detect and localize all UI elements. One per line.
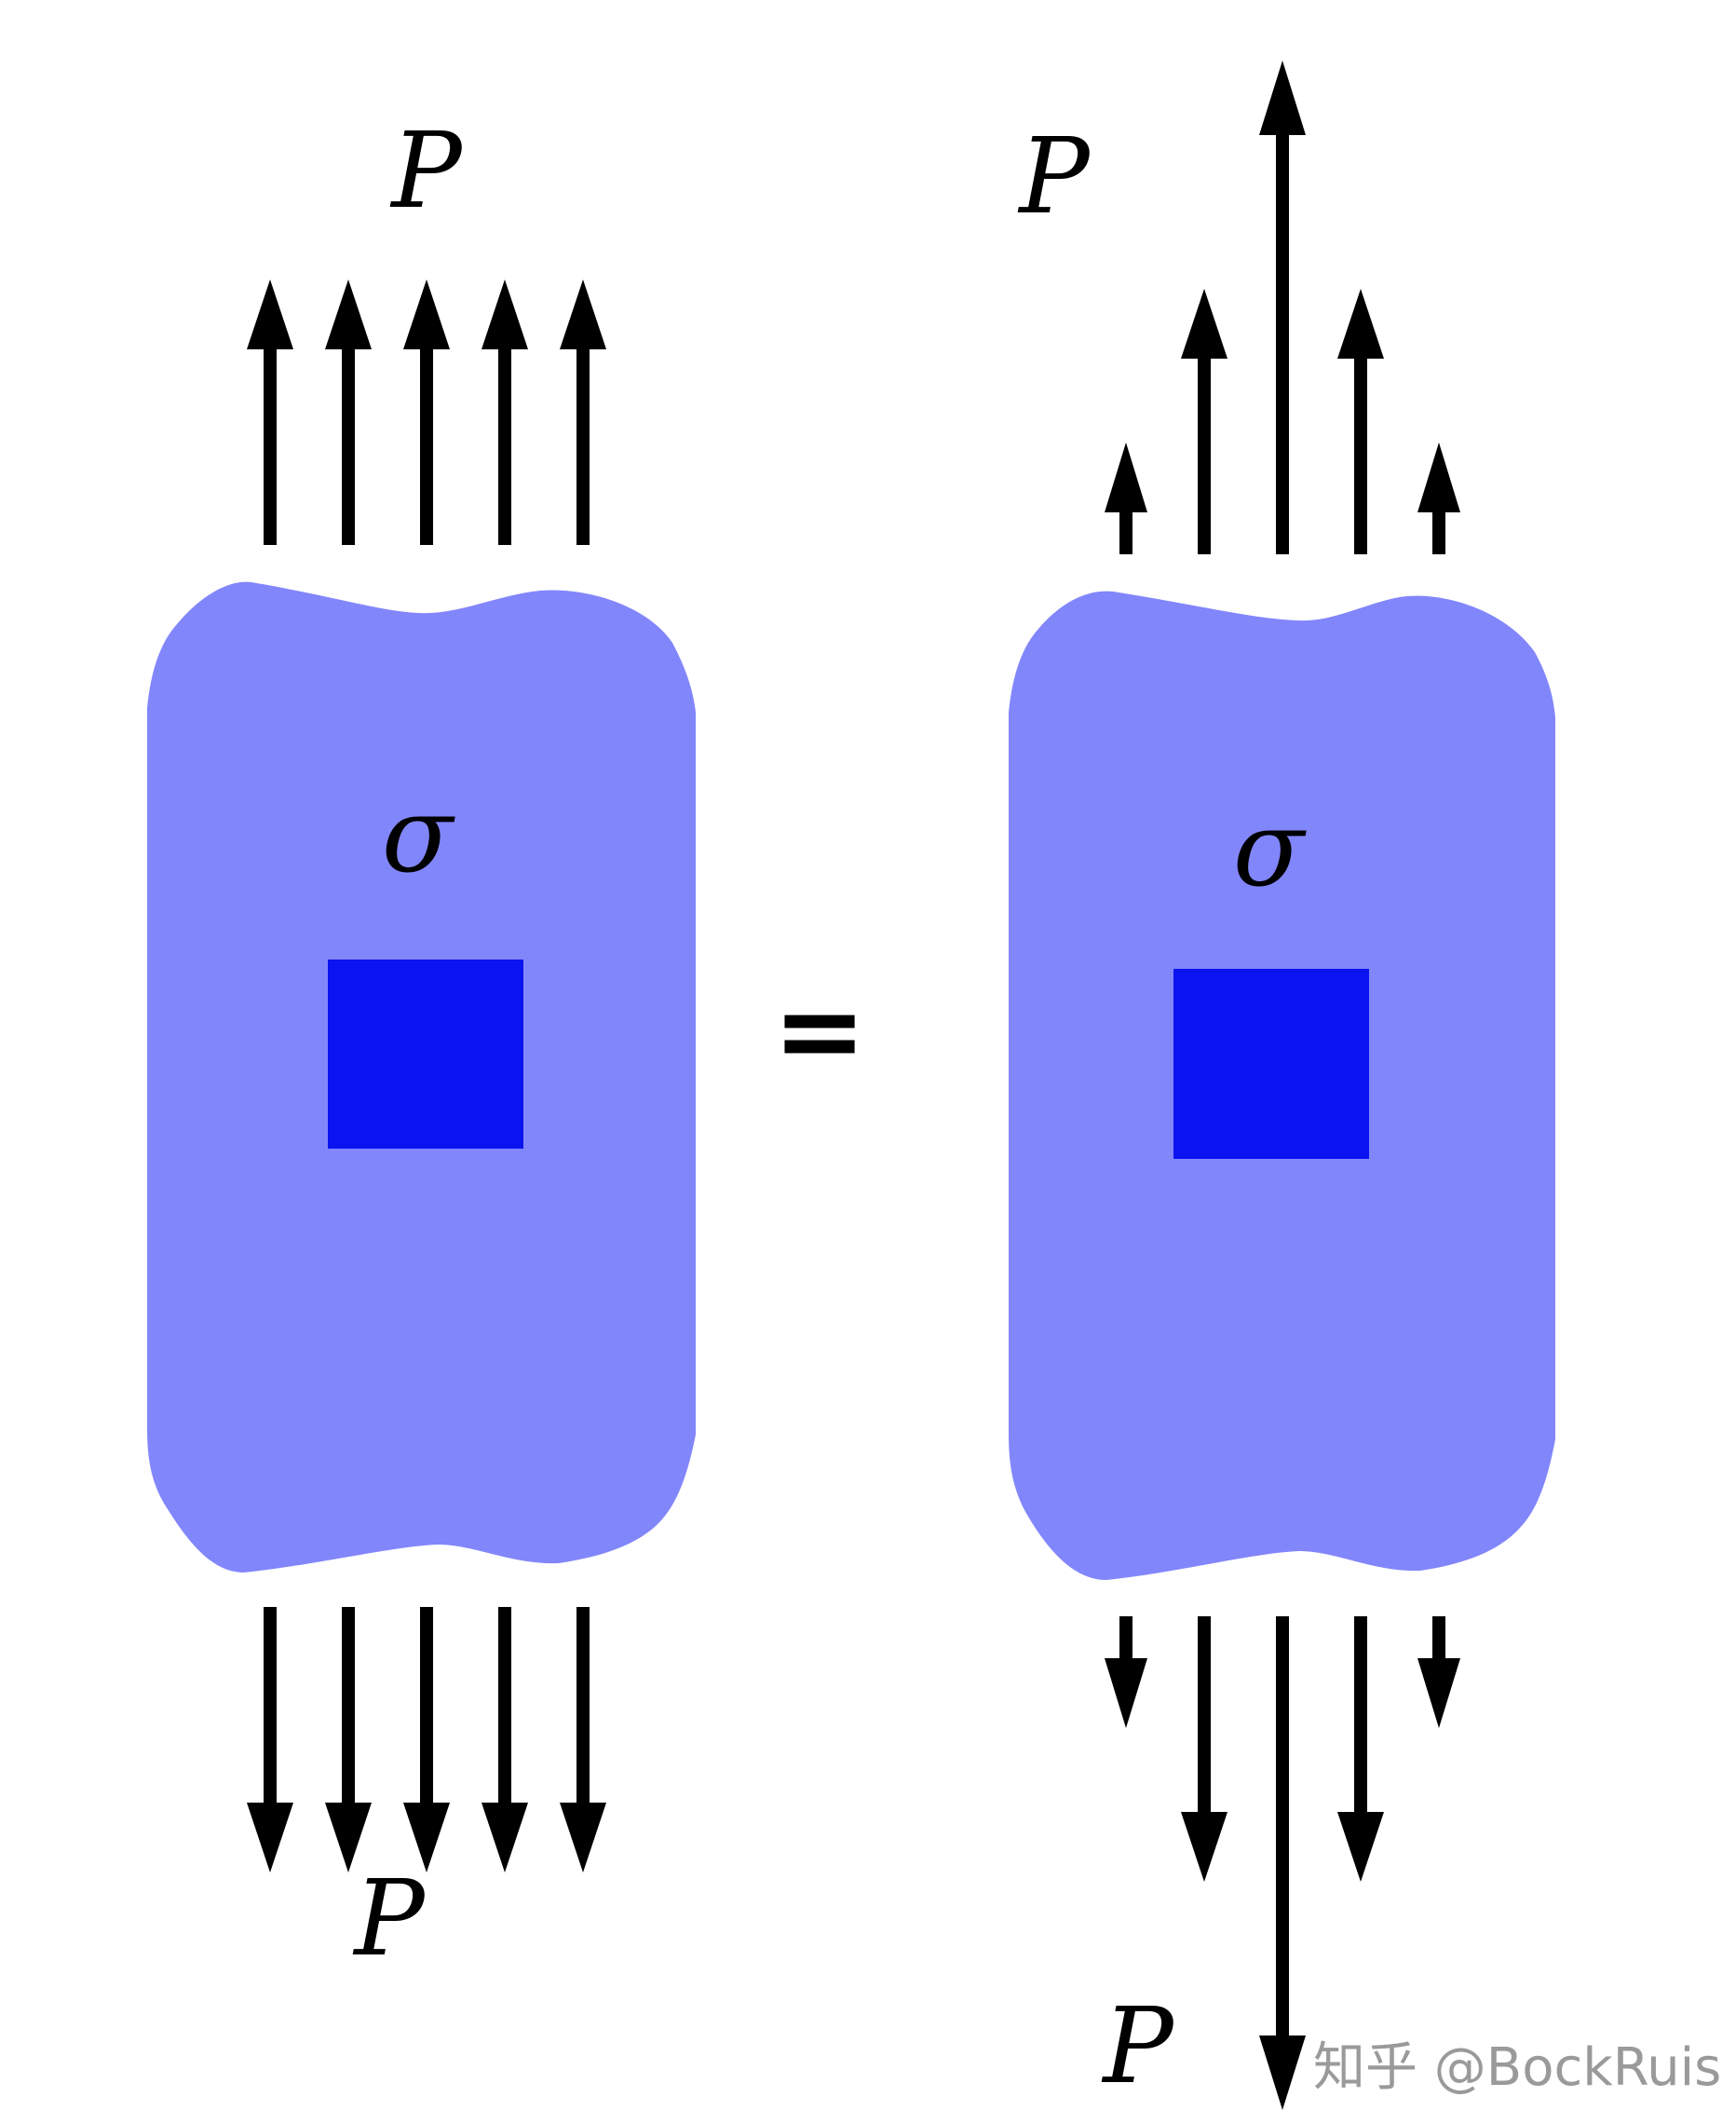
right-top-arrow-long: [1259, 61, 1306, 554]
left-top-arrows: [247, 279, 606, 545]
right-top-load-label: P: [1017, 116, 1091, 238]
right-panel: P σ: [1009, 61, 1555, 2110]
equals-sign: =: [773, 967, 867, 1096]
left-bottom-arrow: [325, 1607, 372, 1872]
left-top-arrow: [325, 279, 372, 545]
left-bottom-arrow: [481, 1607, 528, 1872]
left-bottom-arrows: [247, 1607, 606, 1872]
left-stress-element: [328, 960, 523, 1149]
left-bottom-load-label: P: [352, 1858, 426, 1980]
left-stress-label: σ: [382, 775, 455, 896]
right-bottom-arrow-short: [1417, 1616, 1460, 1728]
right-top-arrow-medium: [1337, 289, 1384, 554]
right-stress-element: [1173, 969, 1369, 1159]
right-bottom-arrow-medium: [1337, 1616, 1384, 1882]
right-bottom-arrow-short: [1105, 1616, 1147, 1728]
left-top-arrow: [481, 279, 528, 545]
left-top-arrow: [560, 279, 606, 545]
right-bottom-arrows: [1105, 1616, 1460, 2110]
right-bottom-arrow-long: [1259, 1616, 1306, 2110]
right-stress-label: σ: [1233, 789, 1307, 910]
left-top-arrow: [247, 279, 293, 545]
left-top-load-label: P: [389, 111, 463, 232]
left-panel: P σ: [147, 111, 696, 1980]
right-top-arrow-medium: [1181, 289, 1227, 554]
right-top-arrow-short: [1417, 442, 1460, 554]
left-bottom-arrow: [403, 1607, 450, 1872]
right-top-arrow-short: [1105, 442, 1147, 554]
right-bottom-load-label: P: [1101, 1986, 1174, 2107]
right-bottom-arrow-medium: [1181, 1616, 1227, 1882]
watermark: 知乎 @BockRuis: [1313, 2037, 1721, 2098]
right-top-arrows: [1105, 61, 1460, 554]
left-top-arrow: [403, 279, 450, 545]
left-bottom-arrow: [560, 1607, 606, 1872]
left-bottom-arrow: [247, 1607, 293, 1872]
